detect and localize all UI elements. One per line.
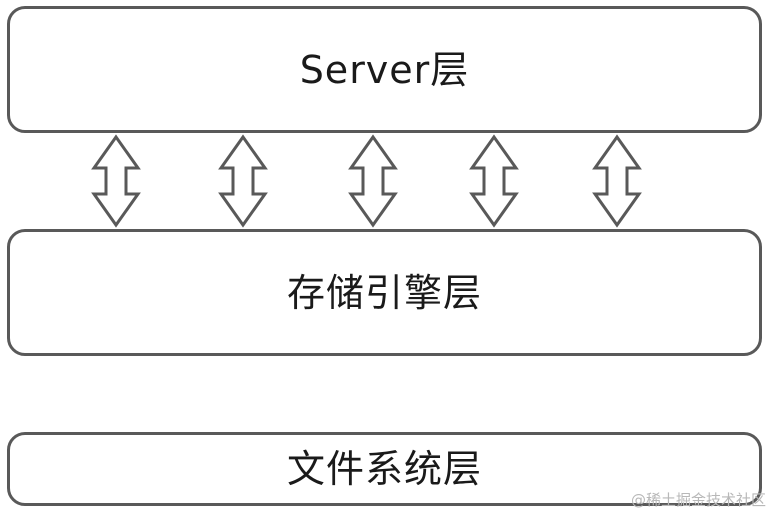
storage-engine-layer-label: 存储引擎层 xyxy=(286,270,482,315)
server-layer-label: Server层 xyxy=(299,47,470,92)
bidirectional-arrow-icon xyxy=(348,134,398,228)
server-layer-box: Server层 xyxy=(7,6,762,133)
storage-engine-layer-box: 存储引擎层 xyxy=(7,229,762,356)
bidirectional-arrow-icon xyxy=(91,134,141,228)
bidirectional-arrow-icon xyxy=(218,134,268,228)
watermark: @稀土掘金技术社区 xyxy=(630,491,766,509)
bidirectional-arrow-icon xyxy=(469,134,519,228)
file-system-layer-box: 文件系统层 xyxy=(7,432,762,506)
file-system-layer-label: 文件系统层 xyxy=(286,447,482,491)
bidirectional-arrow-icon xyxy=(592,134,642,228)
